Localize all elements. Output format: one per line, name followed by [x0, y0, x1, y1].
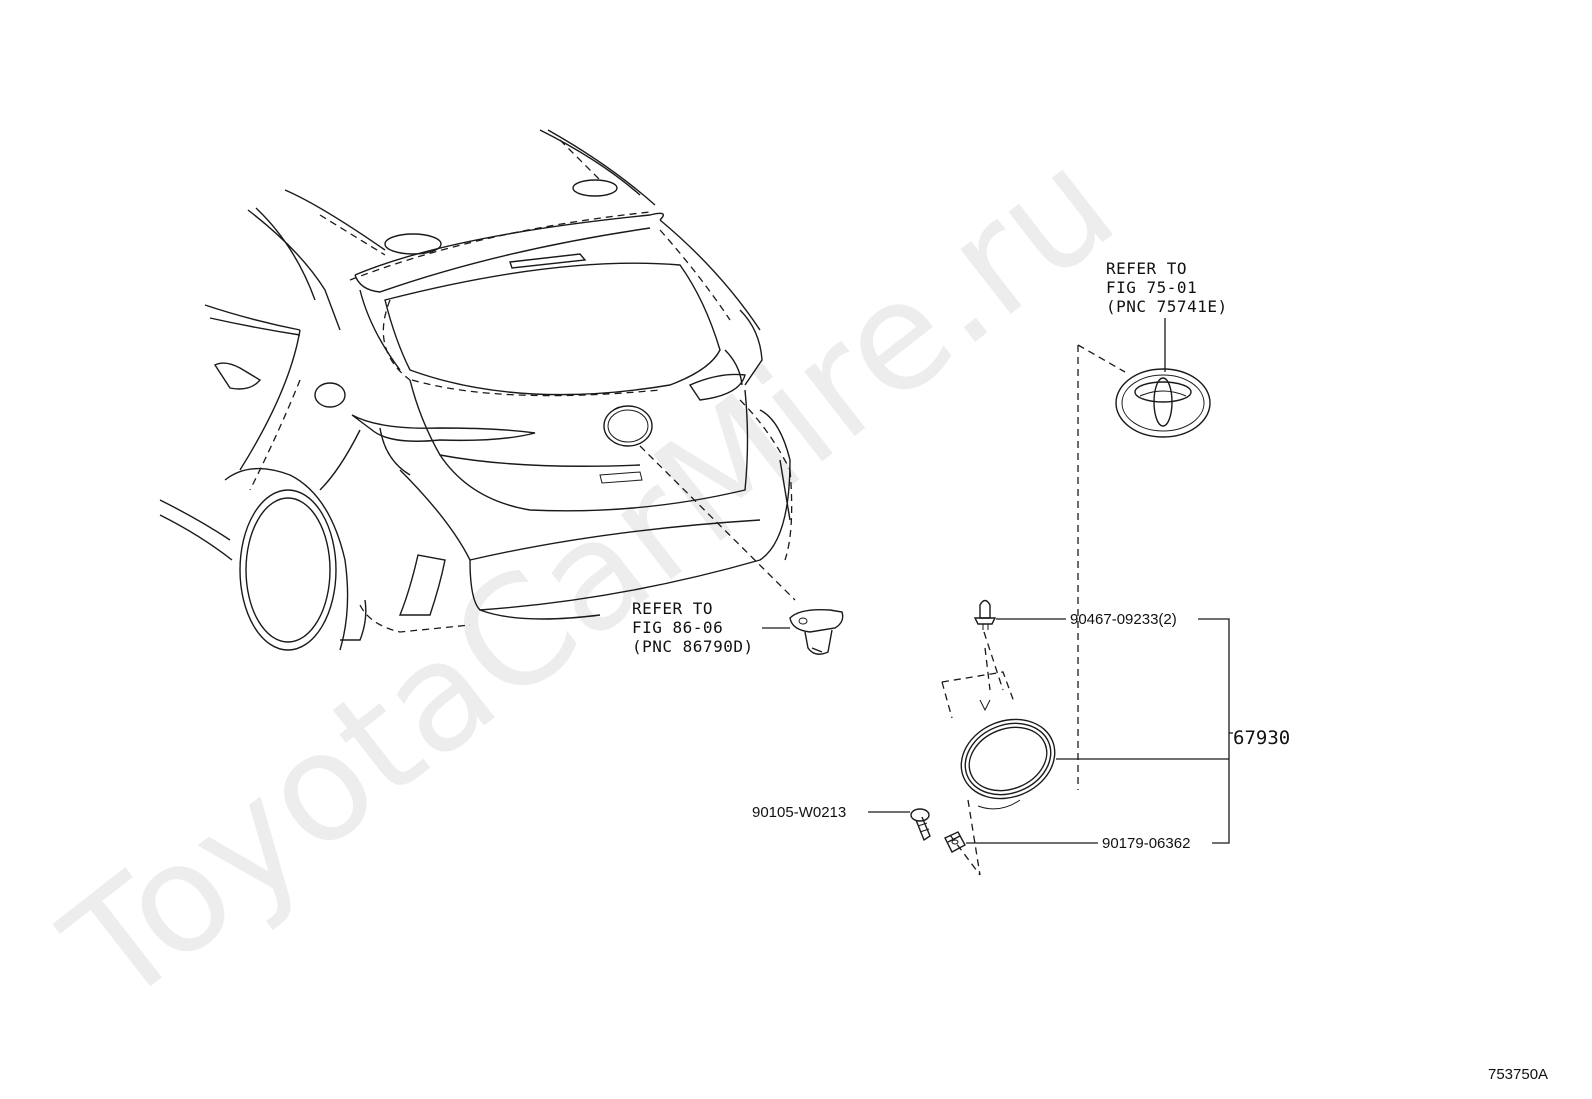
- assembly-part-label: 67930: [1233, 727, 1290, 749]
- watermark: ToyotaCarMire.ru: [34, 117, 1146, 1039]
- svg-text:FIG 86-06: FIG 86-06: [632, 618, 723, 637]
- screw-icon: [910, 808, 931, 842]
- back-camera-icon: [789, 608, 844, 655]
- svg-text:REFER TO: REFER TO: [632, 599, 713, 618]
- svg-text:(PNC 75741E): (PNC 75741E): [1106, 297, 1228, 316]
- camera-ref-label: REFER TO FIG 86-06 (PNC 86790D): [632, 599, 754, 656]
- svg-text:(PNC 86790D): (PNC 86790D): [632, 637, 754, 656]
- clip-part-label: 90467-09233(2): [1070, 611, 1177, 628]
- screw-part-label: 90105-W0213: [752, 804, 846, 821]
- car-rear-view: [159, 129, 796, 651]
- svg-text:REFER TO: REFER TO: [1106, 259, 1187, 278]
- nut-part-label: 90179-06362: [1102, 835, 1190, 852]
- clip-icon: [973, 599, 997, 630]
- garnish-icon: [960, 699, 1056, 810]
- clip-nut-icon: [944, 831, 966, 853]
- svg-text:FIG 75-01: FIG 75-01: [1106, 278, 1197, 297]
- emblem-ref-label: REFER TO FIG 75-01 (PNC 75741E): [1106, 259, 1228, 316]
- toyota-emblem-icon: [1115, 368, 1211, 438]
- figure-code: 753750A: [1488, 1066, 1548, 1083]
